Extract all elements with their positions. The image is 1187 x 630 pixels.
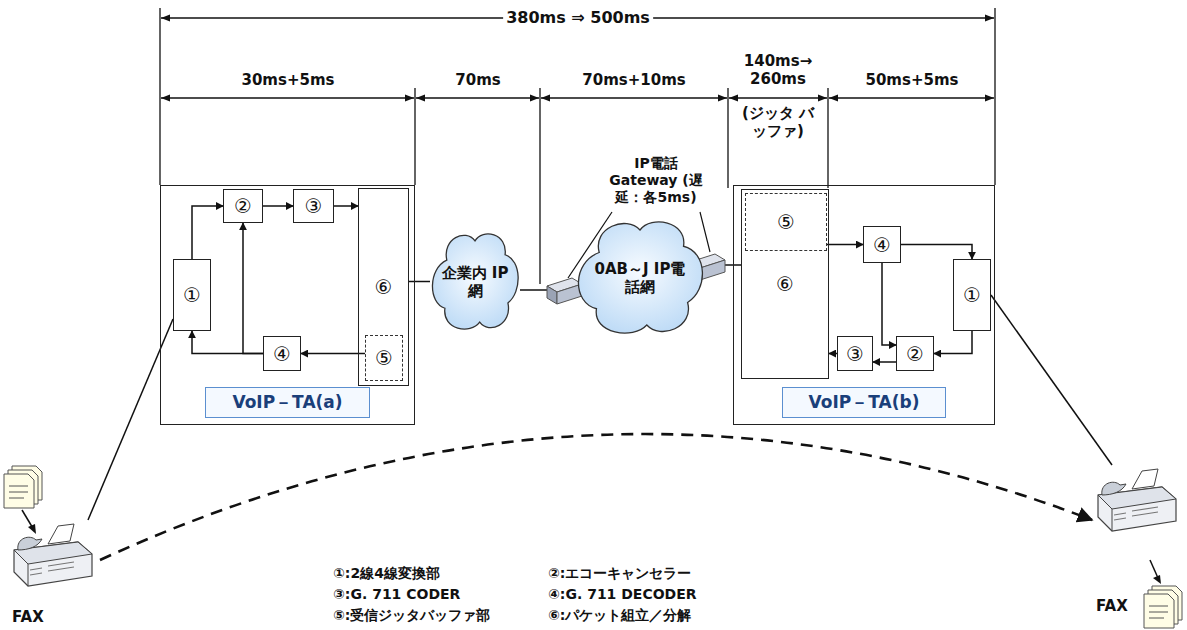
signal-connector: [901, 245, 972, 260]
dimension-value: 70ms+10ms: [579, 71, 688, 89]
callout-number: ①: [963, 285, 981, 305]
converter-box: ①: [173, 259, 211, 331]
paper-stack-in: [4, 466, 42, 534]
signal-connector: [192, 206, 223, 259]
legend-entry: ①:2線4線変換部: [330, 565, 443, 582]
legend-entry: ②:エコーキャンセラー: [545, 565, 694, 582]
fax-machine: FAX: [8, 520, 100, 626]
fax-icon: [8, 520, 98, 590]
callout-number: ②: [234, 196, 252, 216]
gateway-left: [547, 278, 582, 304]
legend-entry: ④:G. 711 DECODER: [545, 586, 700, 603]
dimension-value: 140ms→ 260ms: [740, 52, 816, 88]
signal-connector: [829, 353, 837, 355]
signal-connector: [263, 205, 293, 207]
callout-number: ①: [183, 285, 201, 305]
dimension-total: 380ms ⇒ 500ms: [503, 8, 653, 27]
fax-icon: [1092, 465, 1182, 535]
callout-number: ③: [846, 344, 864, 364]
packet-box: ⑥⑤: [358, 188, 409, 386]
callout-number: ⑥: [776, 274, 794, 294]
signal-connector: [301, 353, 365, 355]
device-label: VoIP－TA(a): [205, 387, 369, 418]
dimension-value: 70ms: [452, 71, 503, 89]
signal-connector: [934, 331, 972, 354]
callout-number: ④: [273, 344, 291, 364]
network-label: 企業内 IP網: [440, 264, 510, 300]
gateway-label: IP電話 Gateway (遅延：各5ms): [595, 155, 717, 205]
decoder-box: ④: [263, 336, 301, 371]
jitter-buffer-box: ⑤: [745, 193, 827, 251]
voip-ta-box: VoIP－TA(b)⑥⑤④①②③: [733, 185, 995, 425]
signal-connector: [334, 205, 358, 207]
dimension-lines: [160, 8, 995, 284]
echo-canceller-box: ②: [896, 336, 934, 371]
voip-ta-box: VoIP－TA(a)①②③⑥⑤④: [160, 185, 415, 425]
echo-canceller-box: ②: [223, 189, 263, 223]
signal-connector: [873, 361, 896, 363]
coder-box: ③: [837, 336, 873, 371]
jitter-buffer-box: ⑤: [365, 335, 403, 381]
callout-number: ②: [906, 344, 924, 364]
fax-label: FAX: [8, 608, 44, 626]
coder-box: ③: [293, 189, 334, 223]
ip-network-cloud: 企業内 IP網: [428, 228, 522, 335]
callout-number: ④: [873, 235, 891, 255]
signal-connector: [827, 244, 863, 246]
ip-phone-network-cloud: 0AB～J IP電話網: [572, 215, 708, 340]
dimension-value: 30ms+5ms: [239, 71, 338, 89]
network-label: 0AB～J IP電話網: [590, 260, 690, 296]
decoder-box: ④: [863, 226, 901, 263]
paper-stack-out: [1144, 560, 1182, 628]
dimension-value: 50ms+5ms: [863, 71, 962, 89]
fax-flow-arrow: [100, 434, 1092, 560]
legend-entry: ③:G. 711 CODER: [330, 586, 463, 603]
converter-box: ①: [953, 259, 991, 331]
callout-number: ⑥: [375, 277, 393, 297]
signal-connector: [991, 295, 1112, 465]
callout-number: ⑤: [375, 348, 393, 368]
callout-number: ③: [305, 196, 323, 216]
fax-label: FAX: [1092, 597, 1128, 615]
jitter-buffer-note: (ジッタ バッファ): [738, 104, 818, 140]
legend-entry: ⑤:受信ジッタバッファ部: [330, 607, 493, 624]
signal-connector: [882, 263, 896, 345]
signal-connector: [243, 223, 263, 354]
signal-connector: [192, 331, 263, 354]
legend-entry: ⑥:パケット組立／分解: [545, 607, 694, 624]
device-label: VoIP－TA(b): [782, 387, 947, 418]
signal-connector: [409, 281, 430, 283]
callout-number: ⑤: [777, 212, 795, 232]
packet-box: ⑥⑤: [741, 189, 829, 379]
fax-machine: FAX: [1092, 465, 1184, 615]
